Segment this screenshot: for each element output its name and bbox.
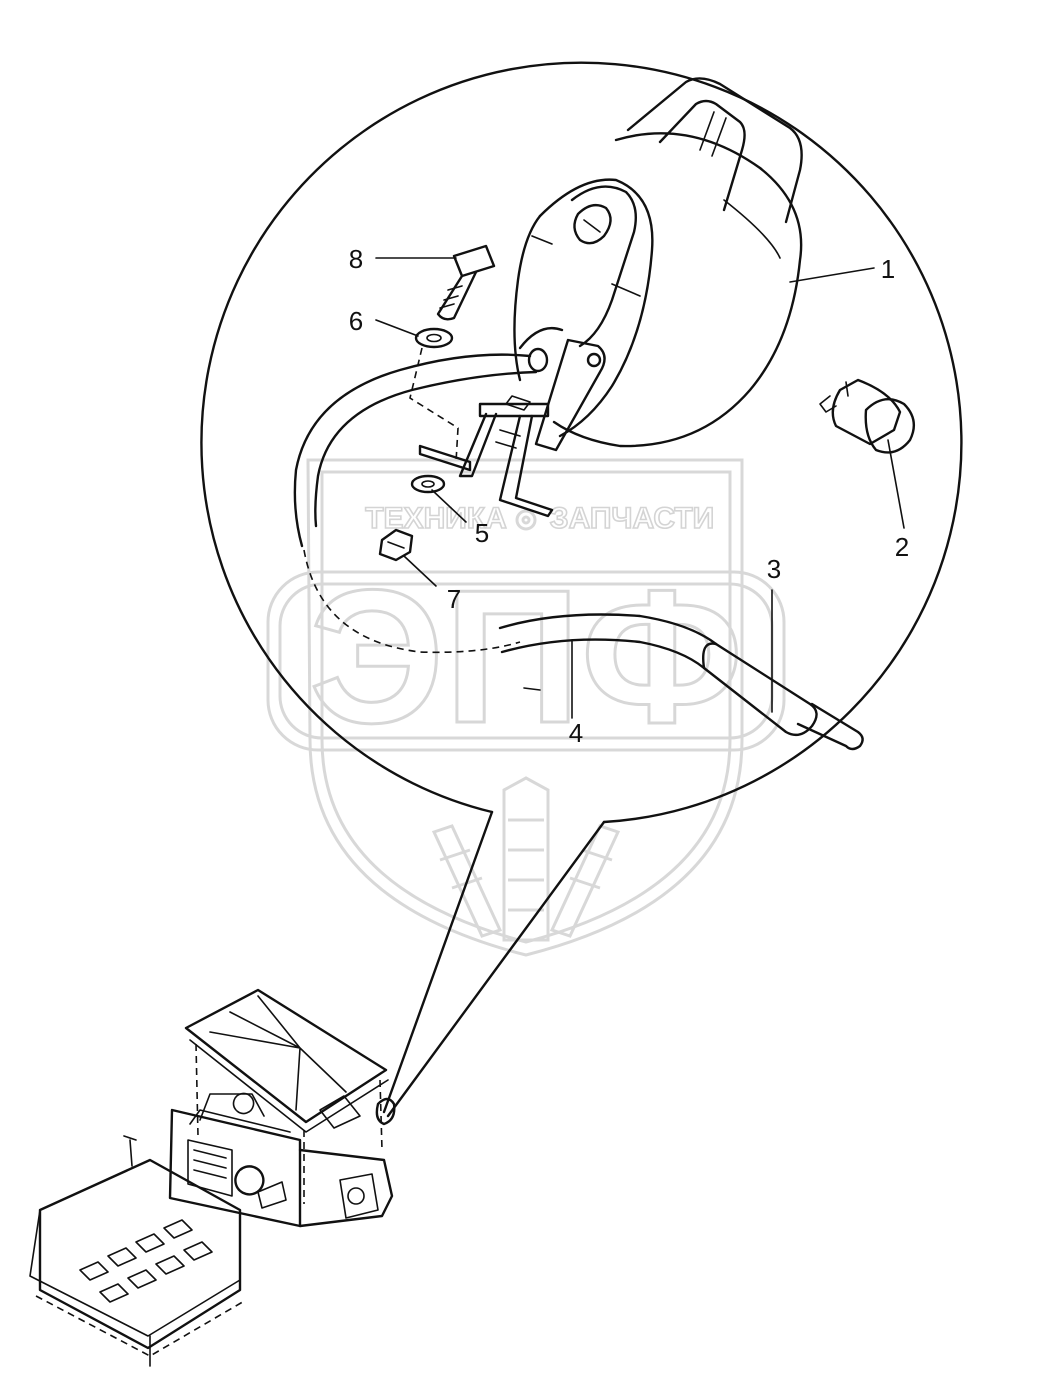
watermark-word-right: ЗАПЧАСТИ — [550, 502, 714, 535]
bolt — [436, 244, 496, 321]
washer-upper — [414, 327, 454, 349]
watermark-logo: ЭПФ ТЕХНИКА ЗАПЧАСТИ — [266, 458, 786, 957]
callout-6: 6 — [349, 306, 363, 336]
bolt-axis-line — [409, 347, 459, 463]
callout-numbers: 1 2 3 4 5 6 7 8 — [349, 244, 909, 748]
bubble-pointer-right — [386, 820, 606, 1118]
gear-icon — [515, 509, 537, 531]
washer-lower — [410, 474, 446, 494]
cable-reel-housing — [293, 77, 803, 654]
callout-5: 5 — [475, 518, 489, 548]
detail-bubble-outline — [200, 61, 963, 824]
bubble-pointer-left — [382, 810, 494, 1114]
watermark-logo-letters: ЭПФ — [309, 551, 743, 763]
cable-with-sleeve — [498, 613, 864, 751]
callout-7: 7 — [447, 584, 461, 614]
callout-8: 8 — [349, 244, 363, 274]
leader-lines — [375, 257, 905, 719]
callout-3: 3 — [767, 554, 781, 584]
callout-2: 2 — [895, 532, 909, 562]
callout-4: 4 — [569, 718, 583, 748]
paver-machine-illustration — [29, 988, 396, 1367]
bulb — [819, 378, 916, 454]
callout-1: 1 — [881, 254, 895, 284]
watermark-word-left: ТЕХНИКА — [365, 502, 507, 535]
nut — [378, 528, 414, 562]
